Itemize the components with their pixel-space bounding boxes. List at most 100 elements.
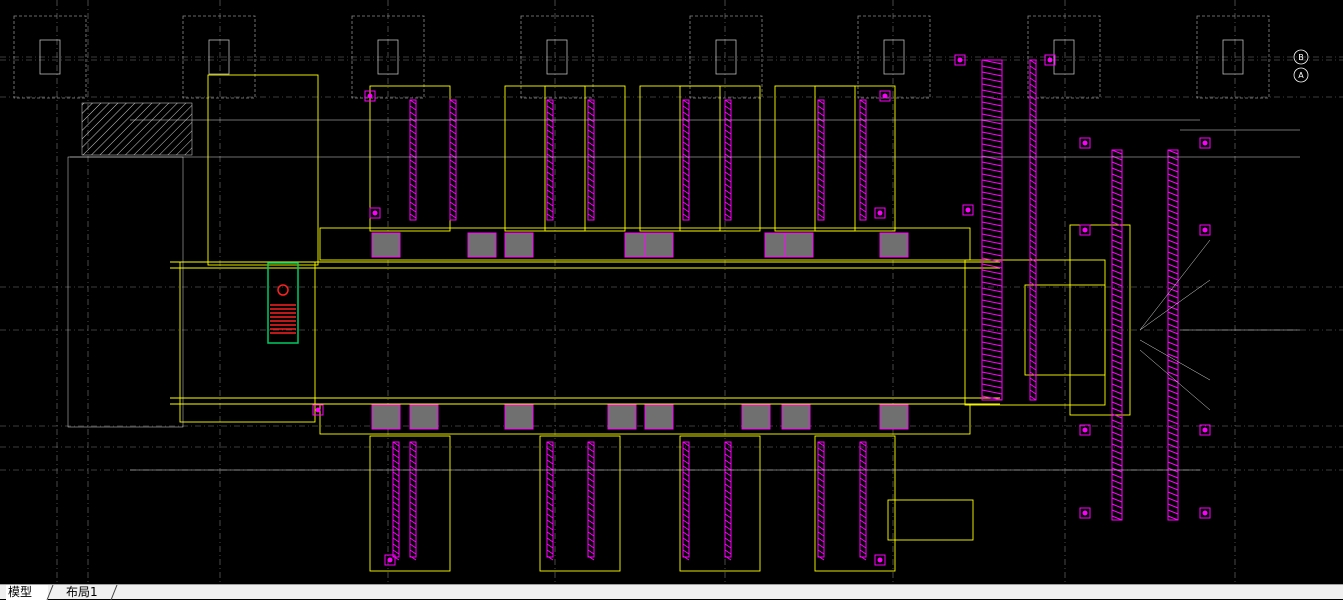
rebar-hatch (587, 543, 595, 549)
rebar-hatch (587, 531, 595, 537)
rebar-hatch (724, 153, 732, 159)
rebar-hatch (682, 489, 690, 495)
hatched-block (504, 232, 534, 258)
rebar-hatch (682, 483, 690, 489)
rebar-hatch (859, 177, 867, 183)
tab-model[interactable]: 模型 (6, 585, 48, 600)
rebar-strip (981, 59, 1003, 401)
rebar-hatch (392, 459, 400, 465)
rebar-hatch (817, 549, 825, 555)
rebar-strip (1167, 149, 1179, 521)
rebar-hatch (1111, 335, 1123, 341)
rebar-hatch (1029, 311, 1037, 317)
rebar-hatch (587, 99, 595, 105)
rebar-hatch (587, 453, 595, 459)
rebar-hatch (409, 171, 417, 177)
rebar-hatch (1167, 281, 1179, 287)
rebar-hatch (1167, 461, 1179, 467)
rebar-hatch (1111, 203, 1123, 209)
rebar-hatch (981, 383, 1003, 389)
rebar-hatch (392, 453, 400, 459)
bearing-dot (1082, 510, 1088, 516)
rebar-hatch (409, 189, 417, 195)
rebar-hatch (981, 239, 1003, 245)
rebar-hatch (981, 173, 1003, 179)
dimension-lines (67, 102, 1300, 471)
rebar-hatch (724, 501, 732, 507)
rebar-hatch (1029, 389, 1037, 395)
rebar-hatch (817, 465, 825, 471)
grid-bubble-label: B (1298, 53, 1304, 62)
rebar-hatch (1029, 77, 1037, 83)
rebar-hatch (682, 177, 690, 183)
bearing-dot (965, 207, 971, 213)
bearing-dot (1202, 140, 1208, 146)
rebar-hatch (1167, 299, 1179, 305)
rebar-hatch (1111, 281, 1123, 287)
rebar-hatch (859, 537, 867, 543)
rebar-hatch (587, 537, 595, 543)
rebar-hatch (1111, 347, 1123, 353)
rebar-hatch (449, 153, 457, 159)
rebar-hatch (1029, 365, 1037, 371)
rebar-hatch (392, 489, 400, 495)
rebar-hatch (682, 537, 690, 543)
rebar-hatch (1029, 137, 1037, 143)
rebar-hatch (1029, 119, 1037, 125)
rebar-hatch (1111, 299, 1123, 305)
bearing-box (312, 404, 324, 416)
bearing-dot (1047, 57, 1053, 63)
rebar-hatch (682, 507, 690, 513)
rebar-hatch (546, 519, 554, 525)
rebar-hatch (682, 531, 690, 537)
rebar-hatch (409, 483, 417, 489)
rebar-hatch (724, 537, 732, 543)
rebar-hatch (682, 525, 690, 531)
rebar-hatch (1167, 497, 1179, 503)
rebar-hatch (981, 251, 1003, 257)
tab-layout1[interactable]: 布局1 (66, 585, 98, 599)
rebar-hatch (449, 189, 457, 195)
rebar-hatch (546, 105, 554, 111)
rebar-hatch (981, 95, 1003, 101)
rebar-hatch (546, 129, 554, 135)
rebar-hatch (449, 105, 457, 111)
rebar-hatch (817, 483, 825, 489)
rebar-hatch (859, 459, 867, 465)
rebar-hatch (587, 195, 595, 201)
pier-column (39, 39, 61, 75)
rebar-hatch (817, 477, 825, 483)
rebar-hatch (724, 201, 732, 207)
stair-bottom (887, 499, 974, 541)
rebar-hatch (1111, 377, 1123, 383)
rebar-hatch (587, 495, 595, 501)
rebar-hatch (1029, 143, 1037, 149)
rebar-hatch (409, 207, 417, 213)
rebar-hatch (1111, 431, 1123, 437)
rebar-hatch (817, 165, 825, 171)
pier-outline (182, 15, 256, 99)
rebar-hatch (981, 365, 1003, 371)
wing-bottom (539, 435, 621, 572)
rebar-hatch (817, 141, 825, 147)
hatched-slab (81, 102, 193, 156)
rebar-hatch (1167, 161, 1179, 167)
rebar-hatch (817, 99, 825, 105)
rebar-hatch (981, 287, 1003, 293)
bearing-box (1199, 507, 1211, 519)
rebar-hatch (859, 111, 867, 117)
rebar-hatch (981, 101, 1003, 107)
rebar-hatch (1029, 209, 1037, 215)
rebar-hatch (682, 501, 690, 507)
hatched-block (879, 404, 909, 430)
rebar-hatch (1029, 203, 1037, 209)
rebar-hatch (1111, 419, 1123, 425)
pier-column (1053, 39, 1075, 75)
rebar-hatch (1111, 461, 1123, 467)
rebar-hatch (724, 111, 732, 117)
rebar-hatch (1029, 83, 1037, 89)
rebar-hatch (546, 189, 554, 195)
rebar-hatch (449, 159, 457, 165)
rebar-hatch (546, 495, 554, 501)
